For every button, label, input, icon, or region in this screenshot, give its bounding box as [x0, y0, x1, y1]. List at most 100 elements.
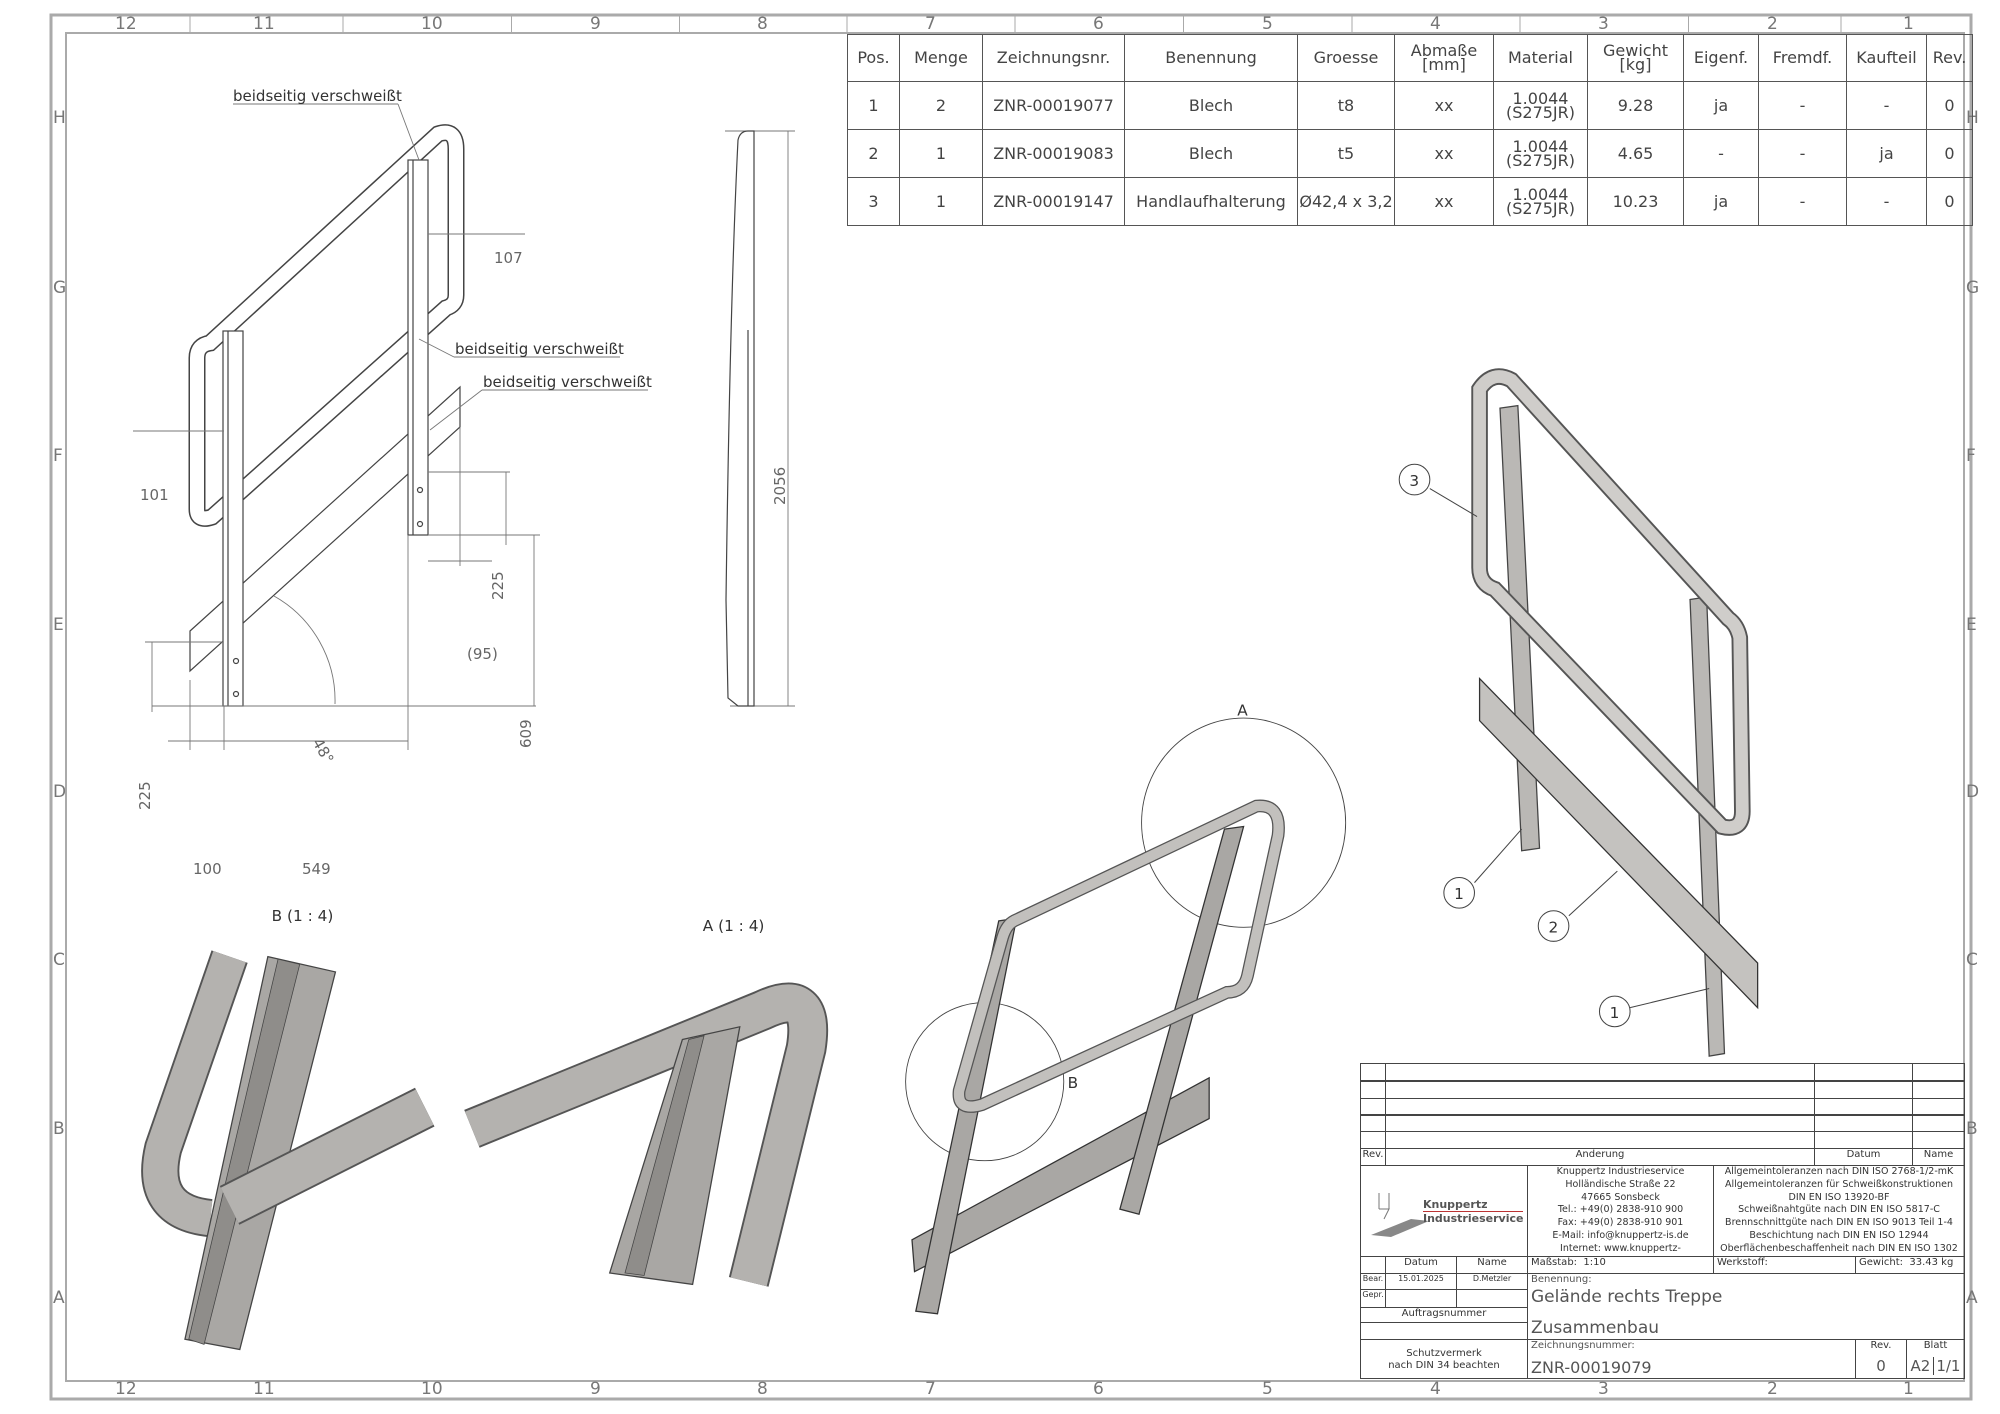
address-line: E-Mail: info@knuppertz-is.de	[1552, 1229, 1689, 1241]
bom-header-cell: Abmaße[mm]	[1394, 34, 1494, 82]
zone-row-H: H	[53, 108, 66, 128]
hole	[232, 690, 240, 698]
bom-cell: -	[1846, 177, 1927, 226]
bom-cell: ZNR-00019147	[982, 177, 1125, 226]
sheet-number: 1/1	[1933, 1357, 1961, 1375]
zone-column-5: 5	[1262, 14, 1273, 34]
zone-column-8: 8	[757, 1379, 768, 1399]
bom-cell: 1	[899, 177, 983, 226]
protection-line-2: nach DIN 34 beachten	[1388, 1360, 1500, 1371]
revision-row-cell	[1385, 1063, 1815, 1081]
tolerances: Allgemeintoleranzen nach DIN ISO 2768-1/…	[1713, 1165, 1965, 1257]
bom-cell: ja	[1846, 129, 1927, 178]
zone-row-E: E	[1966, 615, 1977, 635]
bear-date: 15.01.2025	[1385, 1273, 1457, 1290]
assembly-front-iso-view: 3 1 2 1	[1398, 368, 1759, 1057]
dim-48-deg: 48°	[309, 735, 338, 767]
bom-cell: 0	[1926, 129, 1973, 178]
zone-column-10: 10	[421, 1379, 443, 1399]
address-line: Tel.: +49(0) 2838-910 900	[1557, 1204, 1684, 1216]
revision-row-cell	[1360, 1063, 1386, 1081]
name-label: Name	[1456, 1256, 1528, 1274]
bom-cell: 1	[899, 129, 983, 178]
assembly-iso-view: A B	[905, 702, 1347, 1315]
revision-row-cell	[1385, 1081, 1815, 1099]
bom-cell: ZNR-00019077	[982, 81, 1125, 130]
post-right	[407, 159, 429, 536]
bom-cell: 2	[847, 129, 900, 178]
protection-line-1: Schutzvermerk	[1406, 1348, 1482, 1359]
tolerances-line: Allgemeintoleranzen für Schweißkonstrukt…	[1724, 1178, 1954, 1190]
bom-cell: 0	[1926, 81, 1973, 130]
balloon-2	[1537, 910, 1570, 942]
gepr-date	[1385, 1289, 1457, 1308]
bom-cell: ja	[1683, 177, 1759, 226]
zone-column-3: 3	[1598, 14, 1609, 34]
revision-row-cell	[1912, 1131, 1965, 1149]
bom-cell: 1.0044(S275JR)	[1493, 177, 1588, 226]
zone-column-3: 3	[1598, 1379, 1609, 1399]
bom-header-cell: Groesse	[1297, 34, 1395, 82]
address-line: Internet: www.knuppertz-industrieservice…	[1560, 1242, 1681, 1256]
revision-row-cell	[1360, 1081, 1386, 1099]
hole	[232, 657, 240, 665]
revision-row-cell	[1814, 1081, 1913, 1099]
drawing-number-cell: Zeichnungsnummer: ZNR-00019079	[1527, 1339, 1856, 1379]
dim-101: 101	[140, 486, 169, 504]
circle-b-label: B	[1068, 1074, 1079, 1092]
bear-name: D.Metzler	[1456, 1273, 1528, 1290]
detail-b-label: B (1 : 4)	[272, 907, 334, 925]
balloon-2-text: 2	[1548, 918, 1558, 936]
detail-view-b	[141, 950, 435, 1351]
bom-cell: xx	[1394, 177, 1494, 226]
title-label: Benennung:	[1531, 1274, 1592, 1285]
zone-column-10: 10	[421, 14, 443, 34]
bom-cell: 2	[899, 81, 983, 130]
zone-row-B: B	[53, 1119, 65, 1139]
zone-column-9: 9	[590, 14, 601, 34]
zone-column-7: 7	[925, 1379, 936, 1399]
logo-text-2: Industrieservice	[1423, 1211, 1524, 1225]
address-line: Knuppertz Industrieservice	[1556, 1166, 1685, 1177]
gepr-label: Gepr.	[1360, 1289, 1386, 1308]
drawing-title: Gelände rechts Treppe	[1531, 1287, 1723, 1307]
zone-column-2: 2	[1767, 14, 1778, 34]
bear-label: Bear.	[1360, 1273, 1386, 1290]
bom-cell: -	[1846, 81, 1927, 130]
bom-cell: 3	[847, 177, 900, 226]
outer-frame	[49, 13, 1973, 1401]
zone-column-7: 7	[925, 14, 936, 34]
bom-cell: t8	[1297, 81, 1395, 130]
balloon-1b	[1598, 995, 1631, 1028]
post-left	[222, 330, 244, 707]
bom-header-cell: Rev.	[1926, 34, 1973, 82]
bom-cell: ZNR-00019083	[982, 129, 1125, 178]
weight-label: Gewicht:	[1859, 1257, 1903, 1268]
bom-cell: -	[1683, 129, 1759, 178]
bom-cell: 10.23	[1587, 177, 1684, 226]
tolerances-line: Schweißnahtgüte nach DIN EN ISO 5817-C	[1738, 1204, 1940, 1216]
zone-column-12: 12	[115, 1379, 137, 1399]
rev-label: Rev.	[1870, 1340, 1892, 1351]
zone-row-A: A	[53, 1288, 65, 1308]
bom-header-cell: Pos.	[847, 34, 900, 82]
dim-225-right: 225	[489, 571, 507, 600]
dim-100: 100	[193, 860, 222, 878]
bom-header-cell: Kaufteil	[1846, 34, 1927, 82]
bom-cell: xx	[1394, 129, 1494, 178]
name-col-header: Name	[1912, 1148, 1965, 1166]
datum-label: Datum	[1385, 1256, 1457, 1274]
order-label: Auftragsnummer	[1360, 1307, 1528, 1323]
address-line: Holländische Straße 22	[1565, 1178, 1676, 1190]
zone-column-6: 6	[1093, 1379, 1104, 1399]
weld-note-1: beidseitig verschweißt	[233, 87, 402, 105]
zone-column-9: 9	[590, 1379, 601, 1399]
circle-a-label: A	[1237, 702, 1248, 720]
dim-2056: 2056	[771, 467, 789, 505]
bom-cell: Blech	[1124, 129, 1298, 178]
zone-column-12: 12	[115, 14, 137, 34]
handrail	[190, 125, 463, 526]
